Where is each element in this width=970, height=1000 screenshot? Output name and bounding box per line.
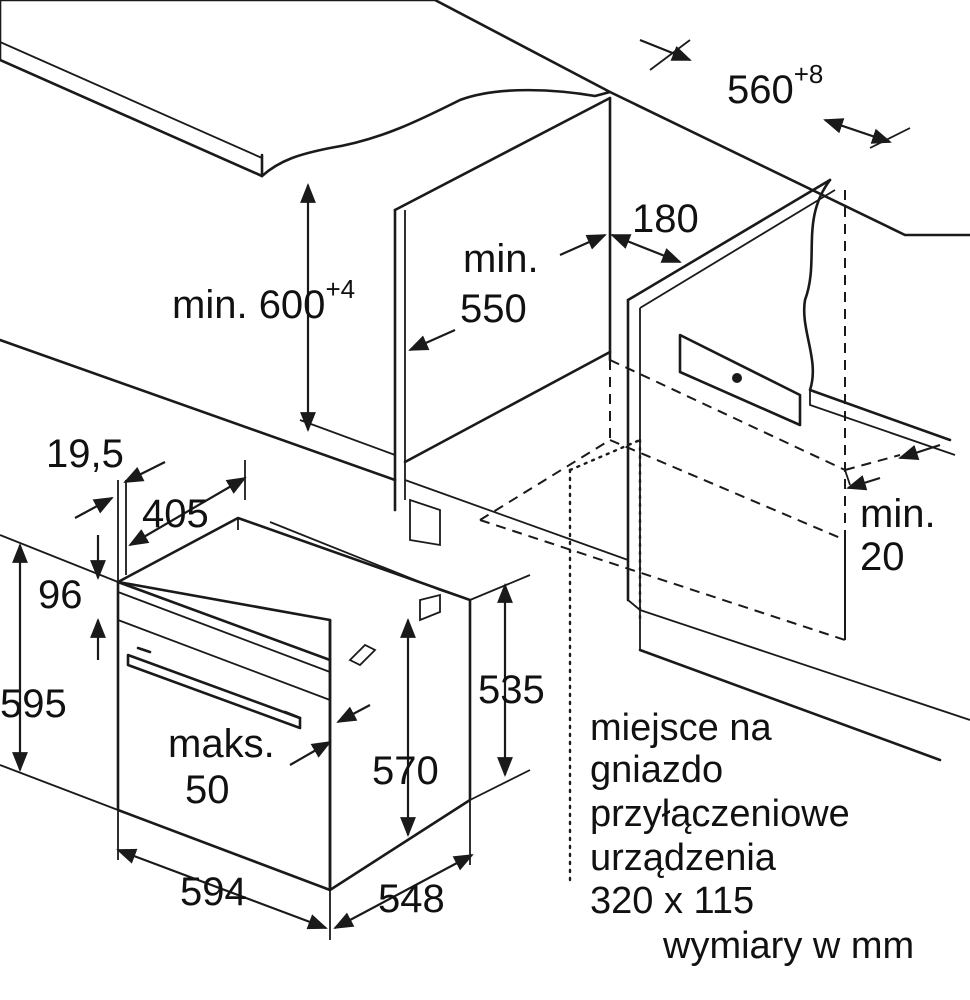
vent-opening	[678, 333, 802, 427]
oven-width-label: 594	[180, 870, 247, 914]
left-cabinet	[0, 96, 629, 561]
socket-label-3: przyłączeniowe	[590, 793, 850, 835]
clearance-label-1: min.	[860, 492, 936, 536]
right-cabinet	[608, 90, 970, 762]
handle-label-2: 50	[185, 768, 230, 812]
socket-label-1: miejsce na	[590, 707, 772, 749]
labels: 560+8 min. 600+4 min. 550 180 min. 20 19…	[0, 59, 936, 967]
niche-width-label: 560+8	[727, 59, 823, 112]
clearance-label-2: 20	[860, 535, 905, 579]
socket-label-5: 320 x 115	[590, 880, 754, 922]
oven-height-label: 595	[0, 682, 67, 726]
handle-label-1: maks.	[168, 722, 275, 766]
front-thickness-label: 19,5	[46, 432, 124, 476]
socket-label-2: gniazdo	[590, 749, 723, 791]
dimension-lines	[0, 38, 941, 940]
niche-height-label: min. 600+4	[172, 274, 355, 327]
body-offset-label: 405	[142, 492, 209, 536]
niche-depth-label-2: 550	[460, 287, 527, 331]
socket-area-outline	[568, 438, 642, 882]
worktop	[0, 0, 612, 178]
oven-handle[interactable]	[126, 646, 302, 730]
inner-height-label: 570	[372, 749, 439, 793]
panel-height-label: 96	[38, 573, 83, 617]
vent-width-label: 180	[632, 197, 699, 241]
socket-label-4: urządzenia	[590, 837, 777, 879]
niche-depth-label-1: min.	[463, 237, 539, 281]
oven-depth-label: 548	[378, 877, 445, 921]
units-note: wymiary w mm	[662, 925, 914, 967]
body-height-label: 535	[478, 668, 545, 712]
niche-floor-hidden	[479, 190, 901, 641]
oven	[116, 516, 472, 892]
